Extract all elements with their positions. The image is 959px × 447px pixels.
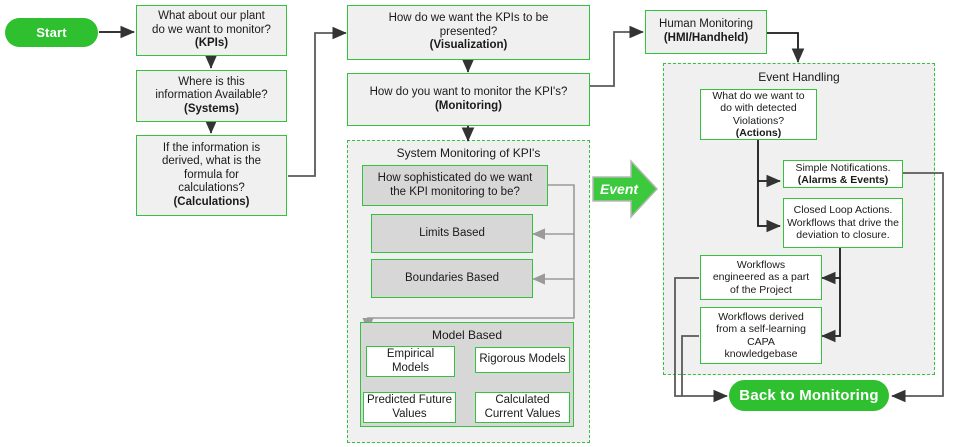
node-calculated-current-values-line-1: Calculated bbox=[495, 393, 550, 406]
node-calculations[interactable]: If the information is derived, what is t… bbox=[136, 135, 287, 216]
node-monitoring[interactable]: How do you want to monitor the KPI's? (M… bbox=[347, 73, 590, 126]
back-to-monitoring-label: Back to Monitoring bbox=[739, 387, 879, 404]
node-empirical-models-line-2: Models bbox=[391, 361, 430, 374]
node-predicted-future-values-line-2: Values bbox=[392, 407, 427, 420]
node-actions-line-3: Violations? bbox=[732, 114, 785, 127]
node-closed-loop-actions-line-2: Workflows that drive the bbox=[787, 216, 899, 229]
node-visualization-line-2: presented? bbox=[439, 25, 498, 38]
node-boundaries-based-label: Boundaries Based bbox=[405, 271, 499, 284]
node-workflows-engineered[interactable]: Workflows engineered as a part of the Pr… bbox=[700, 255, 822, 300]
node-calculated-current-values[interactable]: Calculated Current Values bbox=[475, 392, 570, 423]
node-workflows-capa-line-2: from a self-learning bbox=[716, 323, 806, 336]
node-calculations-line-2: derived, what is the bbox=[161, 155, 262, 168]
model-based-title: Model Based bbox=[431, 328, 503, 342]
event-handling-group-title: Event Handling bbox=[758, 70, 840, 84]
node-predicted-future-values-line-1: Predicted Future bbox=[367, 393, 453, 406]
node-workflows-capa-line-4: knowledgebase bbox=[724, 347, 798, 360]
node-simple-notifications-tag: (Alarms & Events) bbox=[797, 174, 889, 186]
node-workflows-capa-line-1: Workflows derived bbox=[718, 310, 804, 323]
node-monitoring-line-1: How do you want to monitor the KPI's? bbox=[369, 85, 568, 98]
node-workflows-capa[interactable]: Workflows derived from a self-learning C… bbox=[700, 307, 822, 364]
node-systems-line-2: information Available? bbox=[155, 89, 268, 102]
node-calculations-line-3: formula for bbox=[184, 168, 239, 181]
node-closed-loop-actions-line-1: Closed Loop Actions. bbox=[793, 204, 893, 217]
node-systems-line-1: Where is this bbox=[178, 75, 245, 88]
node-calculations-line-4: calculations? bbox=[178, 182, 245, 195]
node-rigorous-models-label: Rigorous Models bbox=[479, 353, 566, 366]
node-visualization[interactable]: How do we want the KPIs to be presented?… bbox=[347, 5, 590, 60]
node-closed-loop-actions-line-3: deviation to closure. bbox=[796, 229, 890, 242]
node-kpis-line-1: What about our plant bbox=[158, 10, 265, 23]
node-actions-line-1: What do we want to bbox=[712, 89, 805, 102]
node-sophistication[interactable]: How sophisticated do we want the KPI mon… bbox=[362, 165, 548, 206]
node-kpis-line-2: do we want to monitor? bbox=[152, 23, 271, 36]
node-workflows-capa-line-3: CAPA bbox=[747, 335, 775, 348]
node-systems-tag: (Systems) bbox=[184, 102, 239, 115]
node-actions-line-2: do with detected bbox=[720, 102, 797, 115]
start-terminator[interactable]: Start bbox=[5, 18, 98, 47]
node-kpis[interactable]: What about our plant do we want to monit… bbox=[136, 5, 287, 56]
node-limits-based-label: Limits Based bbox=[419, 226, 485, 239]
node-visualization-line-1: How do we want the KPIs to be bbox=[388, 12, 549, 25]
node-simple-notifications-line-1: Simple Notifications. bbox=[795, 161, 891, 174]
node-actions[interactable]: What do we want to do with detected Viol… bbox=[700, 89, 817, 140]
node-monitoring-tag: (Monitoring) bbox=[434, 99, 503, 112]
node-closed-loop-actions[interactable]: Closed Loop Actions. Workflows that driv… bbox=[783, 198, 903, 248]
node-limits-based[interactable]: Limits Based bbox=[371, 214, 533, 253]
node-systems[interactable]: Where is this information Available? (Sy… bbox=[136, 70, 287, 122]
system-monitoring-group-title: System Monitoring of KPI's bbox=[396, 146, 541, 160]
node-visualization-tag: (Visualization) bbox=[429, 39, 508, 52]
node-workflows-engineered-line-2: engineered as a part bbox=[712, 271, 810, 284]
node-calculated-current-values-line-2: Current Values bbox=[484, 407, 561, 420]
node-human-monitoring-tag: (HMI/Handheld) bbox=[663, 32, 749, 44]
node-human-monitoring-line-1: Human Monitoring bbox=[659, 18, 753, 31]
back-to-monitoring-terminator[interactable]: Back to Monitoring bbox=[729, 380, 889, 411]
node-sophistication-line-2: the KPI monitoring to be? bbox=[390, 185, 520, 198]
node-simple-notifications[interactable]: Simple Notifications. (Alarms & Events) bbox=[783, 160, 903, 188]
node-rigorous-models[interactable]: Rigorous Models bbox=[475, 347, 570, 373]
node-sophistication-line-1: How sophisticated do we want bbox=[377, 171, 533, 184]
node-empirical-models-line-1: Empirical bbox=[386, 347, 435, 360]
node-empirical-models[interactable]: Empirical Models bbox=[366, 346, 455, 377]
node-calculations-line-1: If the information is bbox=[162, 141, 261, 154]
node-predicted-future-values[interactable]: Predicted Future Values bbox=[363, 392, 456, 423]
node-kpis-tag: (KPIs) bbox=[194, 37, 229, 50]
start-label: Start bbox=[36, 25, 67, 40]
node-workflows-engineered-line-1: Workflows bbox=[736, 258, 786, 271]
node-human-monitoring[interactable]: Human Monitoring (HMI/Handheld) bbox=[645, 10, 767, 54]
node-workflows-engineered-line-3: of the Project bbox=[730, 283, 792, 296]
event-arrow-label: Event bbox=[599, 181, 639, 197]
node-boundaries-based[interactable]: Boundaries Based bbox=[371, 259, 533, 298]
node-actions-tag: (Actions) bbox=[735, 126, 782, 139]
node-calculations-tag: (Calculations) bbox=[173, 195, 250, 208]
event-arrow-icon bbox=[592, 159, 659, 219]
